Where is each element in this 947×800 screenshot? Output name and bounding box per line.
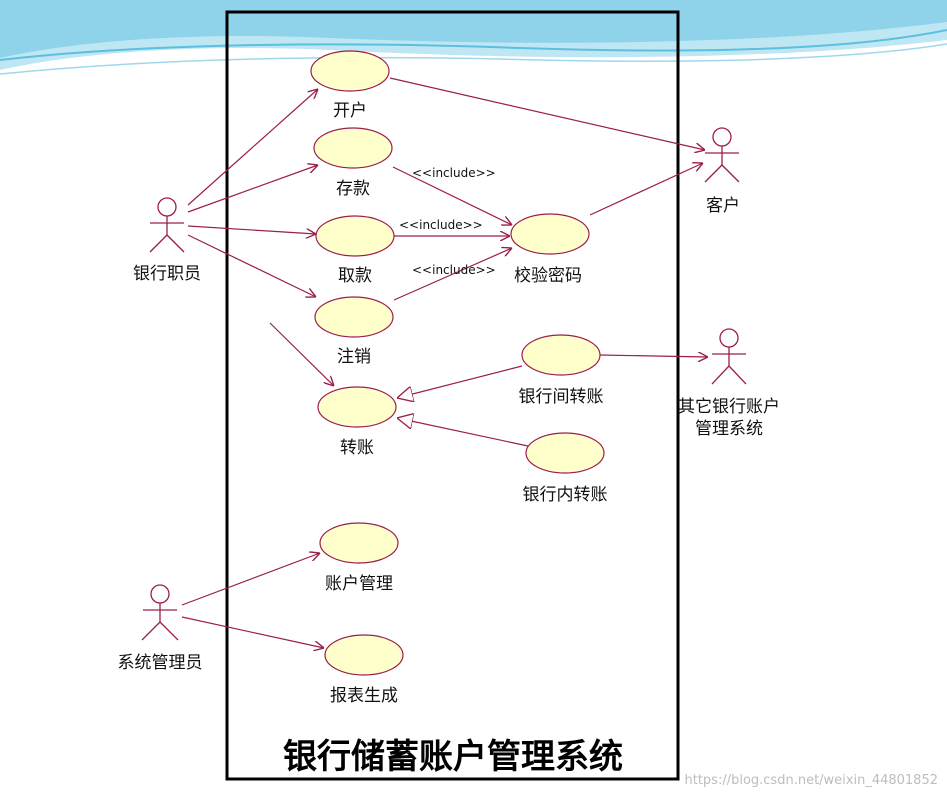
actor-label-customer: 客户 <box>706 196 740 216</box>
include-label-1: <<include>> <box>412 166 496 180</box>
close-verify-include <box>393 248 512 301</box>
header-banner <box>0 0 947 75</box>
deposit-verify-include <box>392 166 512 225</box>
use-case-label: 银行内转账 <box>523 485 608 505</box>
use-case-ellipse <box>310 50 390 92</box>
verify-customer-line <box>589 163 703 216</box>
use-case-ellipse <box>510 213 590 255</box>
use-case-intrabank-transfer: 银行内转账 <box>523 432 608 505</box>
use-case-report-generation: 报表生成 <box>324 634 404 706</box>
actor-bank-clerk <box>149 197 185 253</box>
use-case-label: 存款 <box>336 179 370 199</box>
interbank-otherbank-line <box>599 355 708 357</box>
use-case-ellipse <box>319 522 399 564</box>
use-case-label: 银行间转账 <box>519 387 604 407</box>
use-case-transfer: 转账 <box>317 386 397 458</box>
use-case-close: 注销 <box>314 296 394 367</box>
use-case-ellipse <box>315 215 395 257</box>
actor-system-admin <box>141 584 179 641</box>
include-label-3: <<include>> <box>412 263 496 277</box>
clerk-open-line <box>187 89 318 206</box>
clerk-close-line <box>187 234 316 297</box>
use-case-label: 取款 <box>338 266 372 286</box>
actor-head <box>157 197 177 217</box>
relationship-lines <box>181 77 708 648</box>
use-case-withdraw: 取款 <box>315 215 395 286</box>
clerk-deposit-line <box>187 165 318 213</box>
use-case-account-management: 账户管理 <box>319 522 399 594</box>
use-case-ellipse <box>521 334 601 376</box>
clerk-transfer-line <box>269 322 334 386</box>
admin-account-mgmt-line <box>181 553 320 606</box>
use-case-deposit: 存款 <box>313 127 393 199</box>
use-case-label: 校验密码 <box>514 266 582 286</box>
intrabank-transfer-generalization <box>397 418 529 447</box>
clerk-withdraw-line <box>187 225 316 234</box>
use-case-label: 注销 <box>337 347 371 367</box>
use-case-interbank-transfer: 银行间转账 <box>519 334 604 407</box>
actor-customer <box>704 127 740 183</box>
use-case-label: 开户 <box>333 101 367 121</box>
system-boundary <box>225 10 680 781</box>
actor-label-other-bank-line2: 管理系统 <box>695 419 763 439</box>
actor-head <box>712 127 732 147</box>
use-case-open: 开户 <box>310 50 390 121</box>
use-case-ellipse <box>324 634 404 676</box>
use-case-ellipse <box>313 127 393 169</box>
include-label-2: <<include>> <box>399 218 483 232</box>
actor-head <box>719 328 739 348</box>
use-case-label: 账户管理 <box>325 574 393 594</box>
use-case-ellipse <box>314 296 394 338</box>
watermark-text: https://blog.csdn.net/weixin_44801852 <box>684 773 938 788</box>
actor-other-bank-system <box>711 328 747 385</box>
actor-label-system-admin: 系统管理员 <box>118 653 203 673</box>
actor-label-bank-clerk: 银行职员 <box>133 264 201 284</box>
admin-report-line <box>181 616 324 648</box>
use-case-ellipse <box>525 432 605 474</box>
use-case-ellipse <box>317 386 397 428</box>
actor-head <box>150 584 170 604</box>
open-customer-line <box>389 77 705 150</box>
use-case-verify-password: 校验密码 <box>510 213 590 286</box>
system-title: 银行储蓄账户管理系统 <box>283 737 623 777</box>
actor-label-other-bank-line1: 其它银行账户 <box>678 397 780 417</box>
use-case-label: 转账 <box>340 438 374 458</box>
use-case-label: 报表生成 <box>330 686 398 706</box>
interbank-transfer-generalization <box>397 365 523 398</box>
